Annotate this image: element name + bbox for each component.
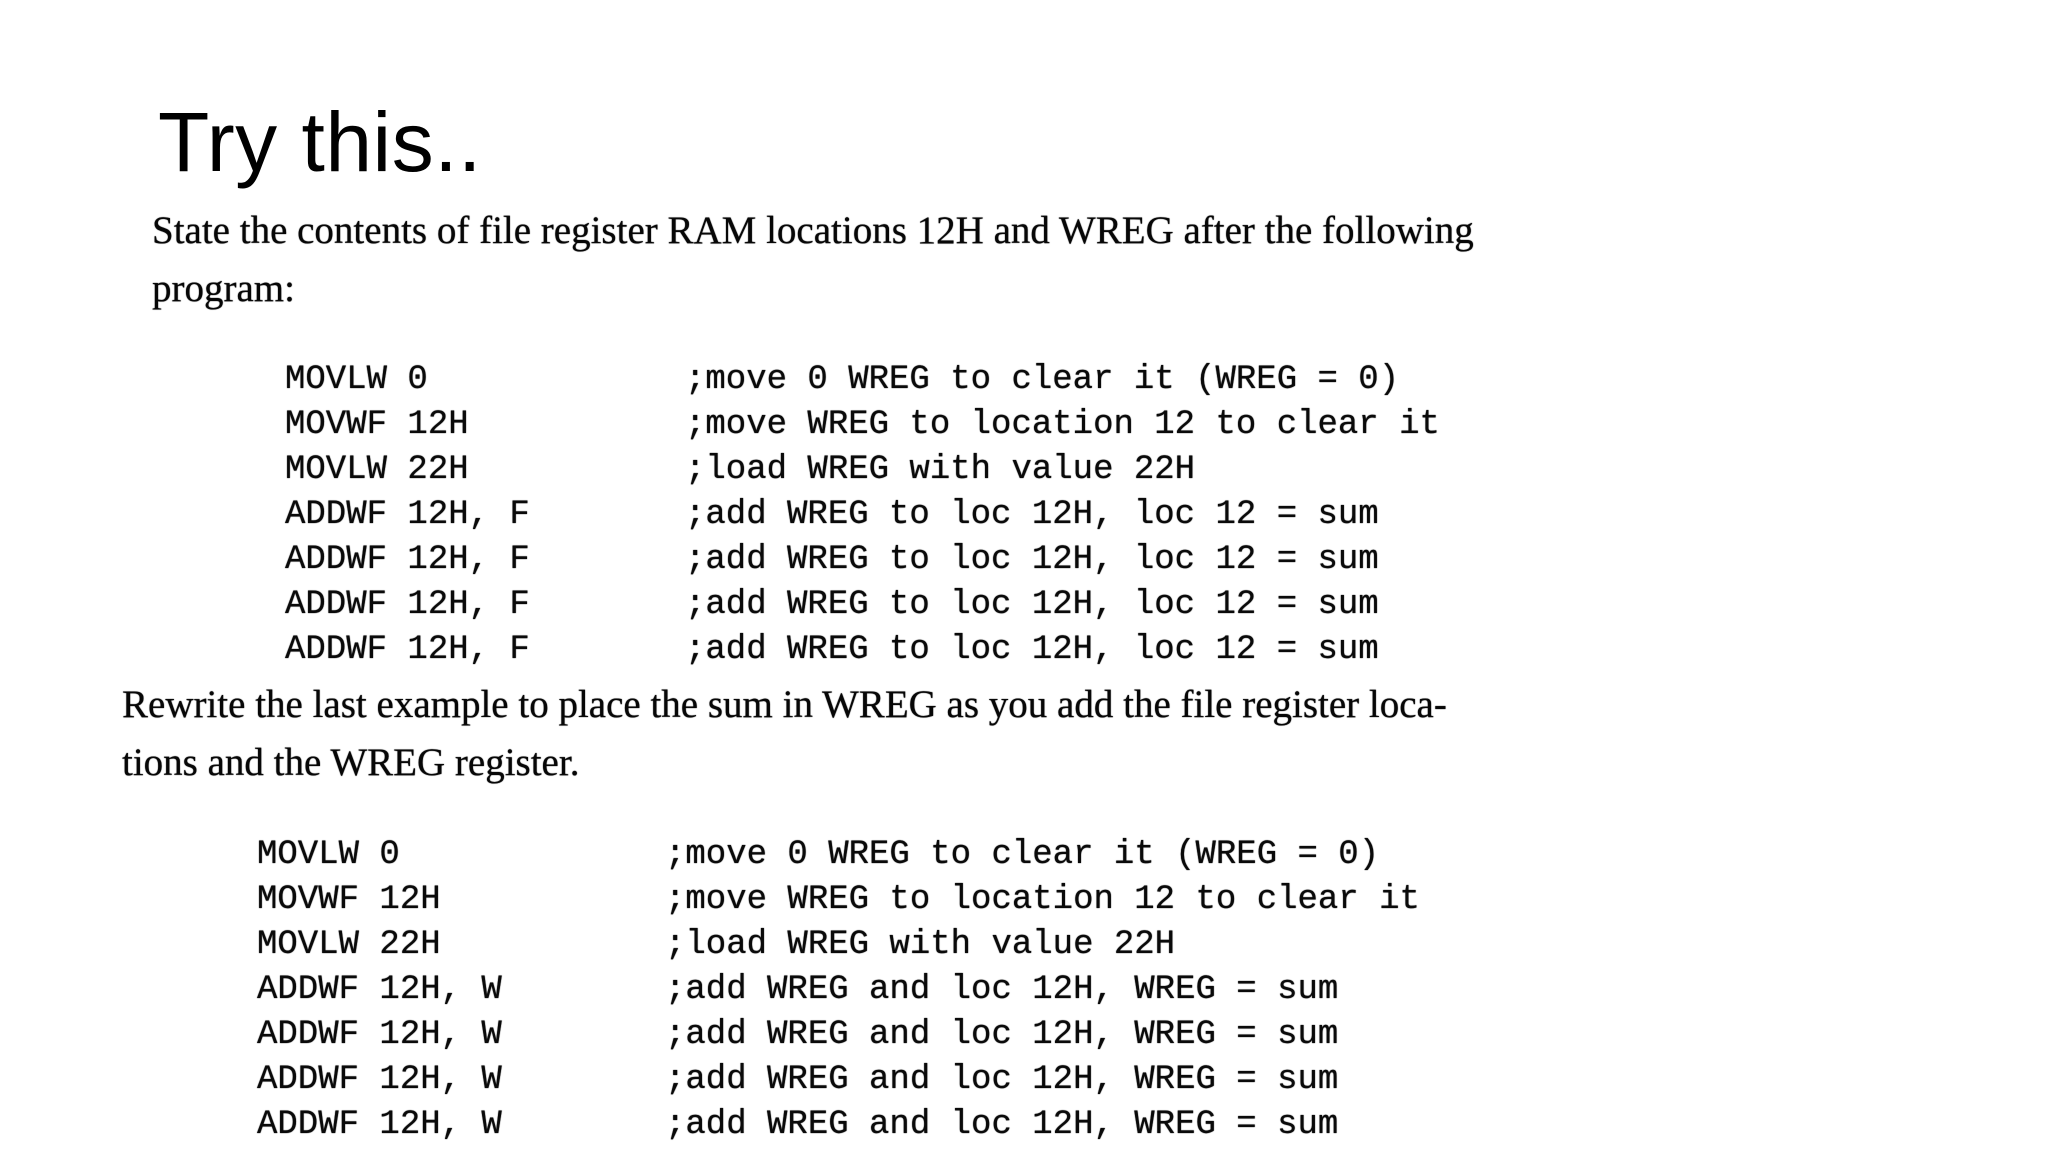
code-line: MOVLW 22H ;load WREG with value 22H	[0, 448, 2048, 493]
code-line: MOVWF 12H ;move WREG to location 12 to c…	[0, 403, 2048, 448]
instruction: ADDWF 12H, W	[257, 1061, 502, 1099]
code-line: ADDWF 12H, W ;add WREG and loc 12H, WREG…	[0, 1013, 2048, 1058]
code-comment: ;move 0 WREG to clear it (WREG = 0)	[665, 836, 1380, 874]
code-comment: ;move WREG to location 12 to clear it	[665, 881, 1420, 919]
instruction: MOVWF 12H	[257, 881, 441, 919]
instruction: ADDWF 12H, F	[285, 631, 530, 669]
instruction: MOVLW 0	[257, 836, 400, 874]
code-comment: ;add WREG and loc 12H, WREG = sum	[665, 971, 1339, 1009]
instruction: MOVWF 12H	[285, 406, 469, 444]
code-line: MOVLW 0 ;move 0 WREG to clear it (WREG =…	[0, 358, 2048, 403]
instruction: ADDWF 12H, F	[285, 496, 530, 534]
code-comment: ;add WREG and loc 12H, WREG = sum	[665, 1106, 1339, 1144]
code-comment: ;add WREG and loc 12H, WREG = sum	[665, 1061, 1339, 1099]
code-comment: ;load WREG with value 22H	[685, 451, 1196, 489]
code-line: MOVLW 22H ;load WREG with value 22H	[0, 923, 2048, 968]
instruction: MOVLW 22H	[285, 451, 469, 489]
problem-text-line-2: program:	[152, 267, 295, 310]
followup-text-line-1: Rewrite the last example to place the su…	[122, 683, 1447, 726]
code-line: ADDWF 12H, W ;add WREG and loc 12H, WREG…	[0, 1058, 2048, 1103]
slide-title: Try this..	[158, 95, 482, 189]
instruction: ADDWF 12H, F	[285, 586, 530, 624]
instruction: ADDWF 12H, F	[285, 541, 530, 579]
instruction: ADDWF 12H, W	[257, 1106, 502, 1144]
code-comment: ;load WREG with value 22H	[665, 926, 1176, 964]
problem-text-line-1: State the contents of file register RAM …	[152, 209, 1474, 252]
assembly-listing-1: MOVLW 0 ;move 0 WREG to clear it (WREG =…	[0, 358, 2048, 673]
code-line: MOVWF 12H ;move WREG to location 12 to c…	[0, 878, 2048, 923]
code-line: ADDWF 12H, F ;add WREG to loc 12H, loc 1…	[0, 628, 2048, 673]
code-comment: ;add WREG to loc 12H, loc 12 = sum	[685, 631, 1379, 669]
code-line: ADDWF 12H, W ;add WREG and loc 12H, WREG…	[0, 1103, 2048, 1148]
code-line: MOVLW 0 ;move 0 WREG to clear it (WREG =…	[0, 833, 2048, 878]
instruction: ADDWF 12H, W	[257, 971, 502, 1009]
code-line: ADDWF 12H, F ;add WREG to loc 12H, loc 1…	[0, 538, 2048, 583]
code-comment: ;add WREG to loc 12H, loc 12 = sum	[685, 496, 1379, 534]
code-line: ADDWF 12H, F ;add WREG to loc 12H, loc 1…	[0, 583, 2048, 628]
instruction: MOVLW 0	[285, 361, 428, 399]
code-comment: ;move WREG to location 12 to clear it	[685, 406, 1440, 444]
code-comment: ;move 0 WREG to clear it (WREG = 0)	[685, 361, 1400, 399]
followup-text-line-2: tions and the WREG register.	[122, 741, 580, 784]
code-comment: ;add WREG and loc 12H, WREG = sum	[665, 1016, 1339, 1054]
code-line: ADDWF 12H, F ;add WREG to loc 12H, loc 1…	[0, 493, 2048, 538]
code-comment: ;add WREG to loc 12H, loc 12 = sum	[685, 541, 1379, 579]
instruction: MOVLW 22H	[257, 926, 441, 964]
code-comment: ;add WREG to loc 12H, loc 12 = sum	[685, 586, 1379, 624]
assembly-listing-2: MOVLW 0 ;move 0 WREG to clear it (WREG =…	[0, 833, 2048, 1148]
code-line: ADDWF 12H, W ;add WREG and loc 12H, WREG…	[0, 968, 2048, 1013]
instruction: ADDWF 12H, W	[257, 1016, 502, 1054]
